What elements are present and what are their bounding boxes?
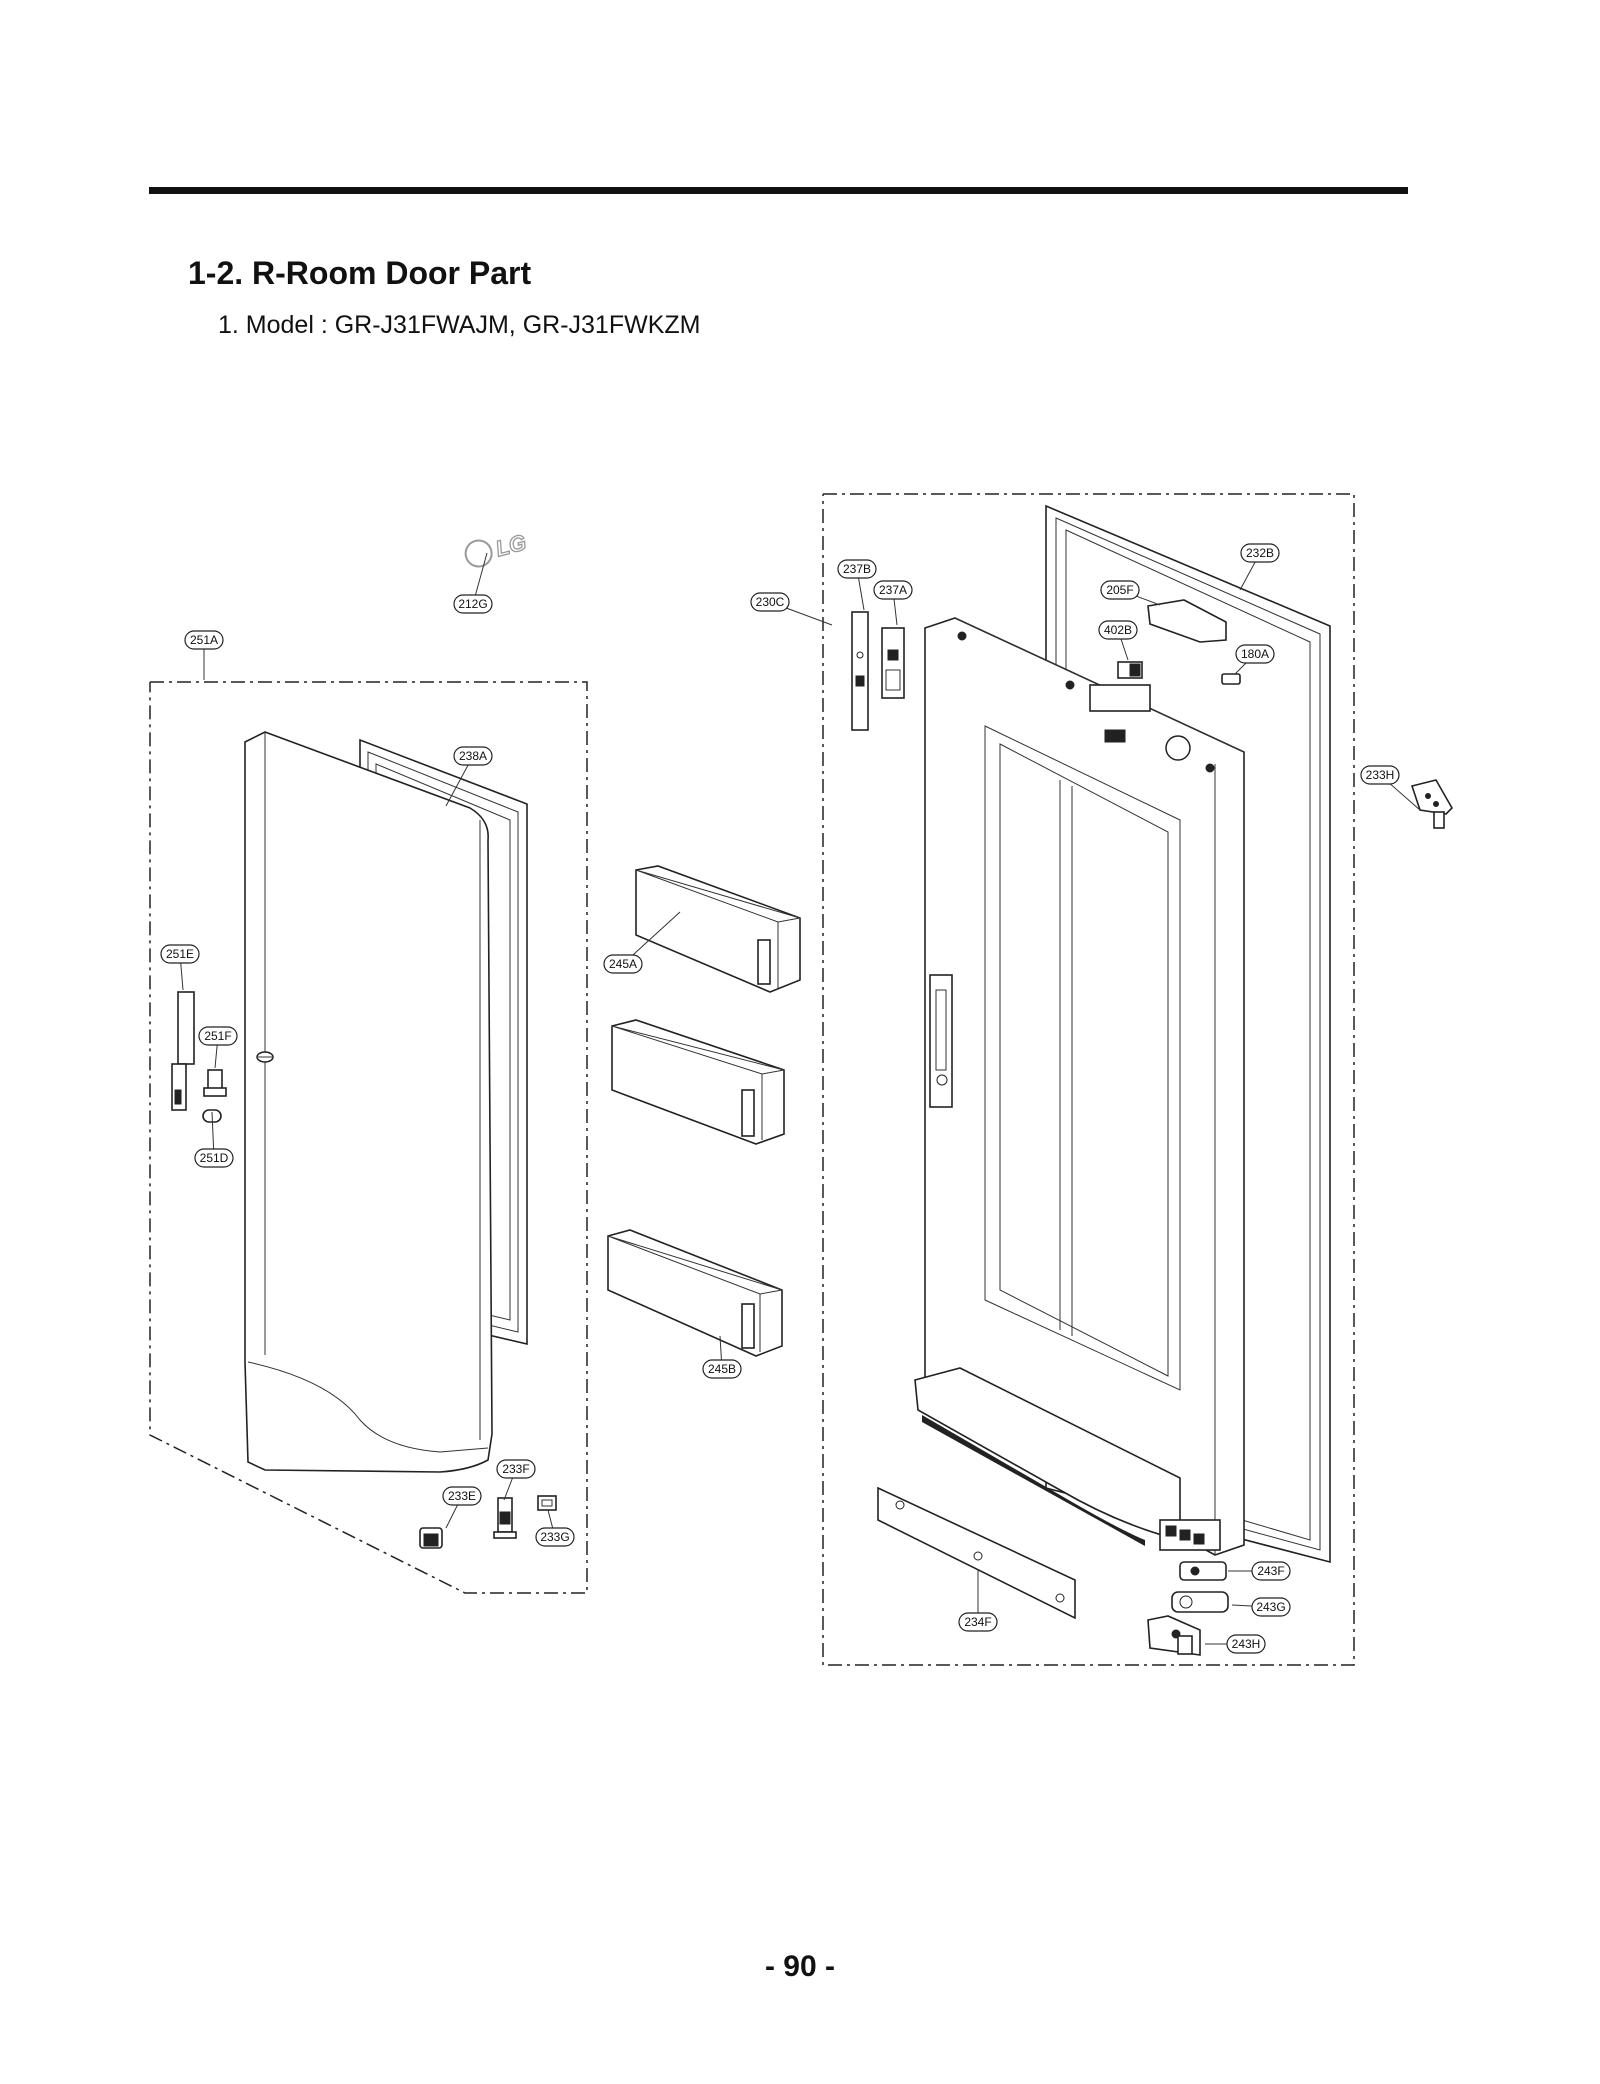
cap-180a — [1221, 673, 1241, 685]
callout-bubble — [453, 746, 493, 766]
right-frame-group-outline — [822, 493, 1355, 1666]
latch-237a — [881, 627, 905, 699]
hinge-bush-243g — [1171, 1591, 1229, 1613]
callout-243f: 243F — [1228, 1561, 1291, 1581]
callout-bubble — [1100, 580, 1140, 600]
door-basket-245a-upper — [635, 865, 801, 993]
model-subtitle: 1. Model : GR-J31FWAJM, GR-J31FWKZM — [218, 311, 701, 339]
callout-label: 251E — [166, 947, 194, 961]
callout-label: 230C — [756, 595, 785, 609]
callout-bubble — [1235, 644, 1275, 664]
callout-label: 233G — [540, 1530, 569, 1544]
callout-bubble — [958, 1612, 998, 1632]
callout-237b: 237B — [837, 559, 877, 611]
callout-251d: 251D — [194, 1111, 234, 1168]
callout-label: 233H — [1366, 768, 1395, 782]
callout-label: 402B — [1104, 623, 1132, 637]
lg-emblem: LG — [464, 529, 530, 568]
callout-bubble — [1360, 765, 1400, 785]
callout-bubble — [442, 1486, 482, 1506]
door-basket-245b — [607, 1229, 783, 1357]
callout-bubble — [194, 1148, 234, 1168]
callout-251a: 251A — [184, 630, 224, 680]
inner-door-frame — [914, 617, 1245, 1556]
callout-label: 233F — [502, 1462, 529, 1476]
hinge-cap-243f — [1179, 1561, 1227, 1581]
callout-bubble — [184, 630, 224, 650]
header-rule — [149, 187, 1408, 194]
bracket-plate-237b — [851, 611, 869, 731]
callout-label: 251A — [190, 633, 218, 647]
door-panel-outer — [244, 731, 493, 1473]
page-number: - 90 - — [764, 1950, 836, 1983]
hinge-cover-233e — [419, 1527, 443, 1549]
callout-251e: 251E — [160, 944, 200, 991]
lg-logo-text: LG — [493, 529, 529, 561]
callout-234f: 234F — [958, 1570, 998, 1632]
decor-plate-234f — [877, 1486, 1076, 1620]
callout-bubble — [160, 944, 200, 964]
callout-212g: 212G — [453, 552, 493, 614]
callout-bubble — [1226, 1634, 1266, 1654]
callout-bubble — [1251, 1597, 1291, 1617]
callout-251f: 251F — [198, 1026, 238, 1069]
callout-bubble — [603, 954, 643, 974]
callout-bubble — [873, 580, 913, 600]
callout-233h: 233H — [1360, 765, 1421, 811]
cover-205f — [1147, 599, 1227, 643]
callout-bubble — [702, 1359, 742, 1379]
callout-238a: 238A — [445, 746, 493, 807]
callout-label: 180A — [1241, 647, 1269, 661]
callout-label: 251F — [204, 1029, 231, 1043]
hinge-bracket-251e — [171, 991, 195, 1111]
door-basket-245a-lower — [611, 1019, 785, 1145]
callout-205f: 205F — [1100, 580, 1161, 606]
callout-237a: 237A — [873, 580, 913, 626]
callout-180a: 180A — [1234, 644, 1275, 675]
callout-label: 237B — [843, 562, 871, 576]
callout-232b: 232B — [1239, 543, 1280, 591]
callout-label: 233E — [448, 1489, 476, 1503]
hinge-233h — [1410, 779, 1453, 829]
callout-230c: 230C — [750, 592, 833, 626]
callout-bubble — [1240, 543, 1280, 563]
callout-label: 205F — [1106, 583, 1133, 597]
callout-bubble — [453, 594, 493, 614]
callout-243g: 243G — [1231, 1597, 1291, 1617]
callout-label: 243H — [1232, 1637, 1261, 1651]
callout-label: 245B — [708, 1362, 736, 1376]
callout-233e: 233E — [442, 1486, 482, 1529]
callout-243h: 243H — [1205, 1634, 1266, 1654]
callout-label: 251D — [200, 1151, 229, 1165]
hinge-cap-233f — [493, 1497, 517, 1539]
hinge-pin-251f — [203, 1069, 227, 1097]
callout-label: 234F — [964, 1615, 991, 1629]
callout-bubble — [535, 1527, 575, 1547]
hinge-bracket-243h — [1147, 1615, 1201, 1656]
callout-233f: 233F — [496, 1459, 536, 1501]
part-callouts: 212G 251A 238A 251E 251F 251D 245A 245B 233F 233E… — [160, 543, 1421, 1654]
callout-bubble — [496, 1459, 536, 1479]
callout-bubble — [750, 592, 790, 612]
callout-245a: 245A — [603, 911, 681, 974]
callout-label: 243G — [1256, 1600, 1285, 1614]
callout-label: 245A — [609, 957, 637, 971]
callout-label: 237A — [879, 583, 907, 597]
callout-bubble — [1098, 620, 1138, 640]
hinge-piece-233g — [537, 1495, 557, 1511]
page-title: 1-2. R-Room Door Part — [188, 255, 532, 291]
callout-label: 238A — [459, 749, 487, 763]
callout-bubble — [1251, 1561, 1291, 1581]
callout-label: 232B — [1246, 546, 1274, 560]
switch-402b — [1117, 661, 1143, 679]
callout-bubble — [198, 1026, 238, 1046]
left-door-group-outline — [149, 681, 588, 1594]
callout-402b: 402B — [1098, 620, 1138, 661]
callout-label: 243F — [1257, 1564, 1284, 1578]
callout-233g: 233G — [535, 1509, 575, 1547]
callout-245b: 245B — [702, 1335, 742, 1379]
callout-label: 212G — [458, 597, 487, 611]
callout-bubble — [837, 559, 877, 579]
